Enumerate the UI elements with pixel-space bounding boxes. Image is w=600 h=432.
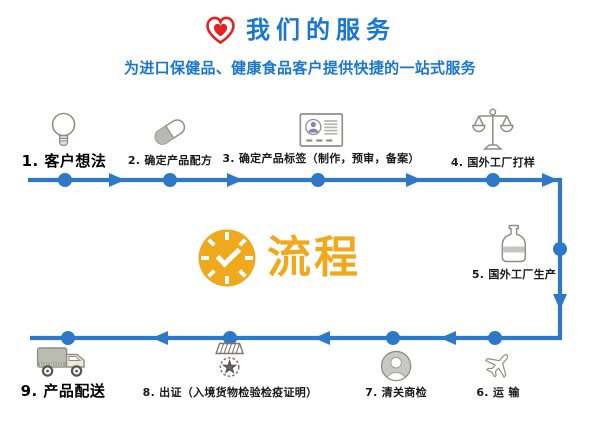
clock-icon <box>198 229 256 287</box>
flow-arrow-left-icon <box>314 331 330 345</box>
capsule-icon <box>154 119 186 145</box>
step-9-product-delivery: 9. 产品配送 <box>21 345 106 401</box>
id-card-icon <box>299 113 343 147</box>
step-label: 8. 出证（入境货物检验检疫证明） <box>142 386 318 399</box>
step-label: 9. 产品配送 <box>20 382 106 400</box>
medal-icon <box>215 342 245 377</box>
balance-scale-icon <box>472 108 514 150</box>
step-2-formula: 2. 确定产品配方 <box>128 114 212 168</box>
step-8-certificate: 8. 出证（入境货物检验检疫证明） <box>143 342 318 400</box>
flow-arrow-left-icon <box>152 331 168 345</box>
step-4-factory-sampling: 4. 国外工厂打样 <box>451 106 535 170</box>
flow-node-dot <box>386 331 400 345</box>
flow-node-dot <box>223 331 237 345</box>
step-1-customer-idea: 1. 客户想法 <box>22 112 107 171</box>
step-label: 1. 客户想法 <box>21 152 107 170</box>
airplane-icon <box>484 354 508 378</box>
heart-icon <box>206 16 235 45</box>
process-logo-text: 流程 <box>267 232 361 283</box>
page-subtitle: 为进口保健品、健康食品客户提供快捷的一站式服务 <box>124 59 476 77</box>
flow-node-dot <box>553 242 567 256</box>
step-6-transport: 6. 运 输 <box>476 348 519 400</box>
header: 我们的服务 <box>0 15 600 46</box>
person-icon <box>380 350 412 382</box>
bottle-icon <box>501 224 527 263</box>
flow-node-dot <box>311 173 325 187</box>
step-label: 4. 国外工厂打样 <box>450 156 536 169</box>
page-title: 我们的服务 <box>246 16 396 44</box>
truck-icon <box>37 347 86 377</box>
step-label: 2. 确定产品配方 <box>127 154 213 167</box>
step-label: 3. 确定产品标签（制作，预审，备案） <box>222 152 420 165</box>
step-label: 7. 清关商检 <box>365 386 427 399</box>
flow-arrow-right-icon <box>542 173 558 187</box>
flow-arrow-right-icon <box>109 173 125 187</box>
step-label: 6. 运 输 <box>476 386 520 399</box>
flow-node-dot <box>486 173 500 187</box>
flow-path <box>28 177 563 341</box>
step-7-customs-inspection: 7. 清关商检 <box>365 350 427 400</box>
step-5-factory-production: 5. 国外工厂生产 <box>472 224 556 282</box>
step-label: 5. 国外工厂生产 <box>471 268 557 281</box>
lightbulb-icon <box>52 112 76 147</box>
flow-arrow-right-icon <box>406 173 422 187</box>
step-3-label-design: 3. 确定产品标签（制作，预审，备案） <box>222 112 419 166</box>
process-logo: 流程 <box>196 227 361 289</box>
flow-node-dot <box>488 331 502 345</box>
flow-node-dot <box>58 173 72 187</box>
flow-arrow-down-icon <box>553 294 567 310</box>
flow-arrow-left-icon <box>440 331 456 345</box>
flow-node-dot <box>61 331 75 345</box>
flow-node-dot <box>163 173 177 187</box>
flow-arrow-right-icon <box>227 173 243 187</box>
